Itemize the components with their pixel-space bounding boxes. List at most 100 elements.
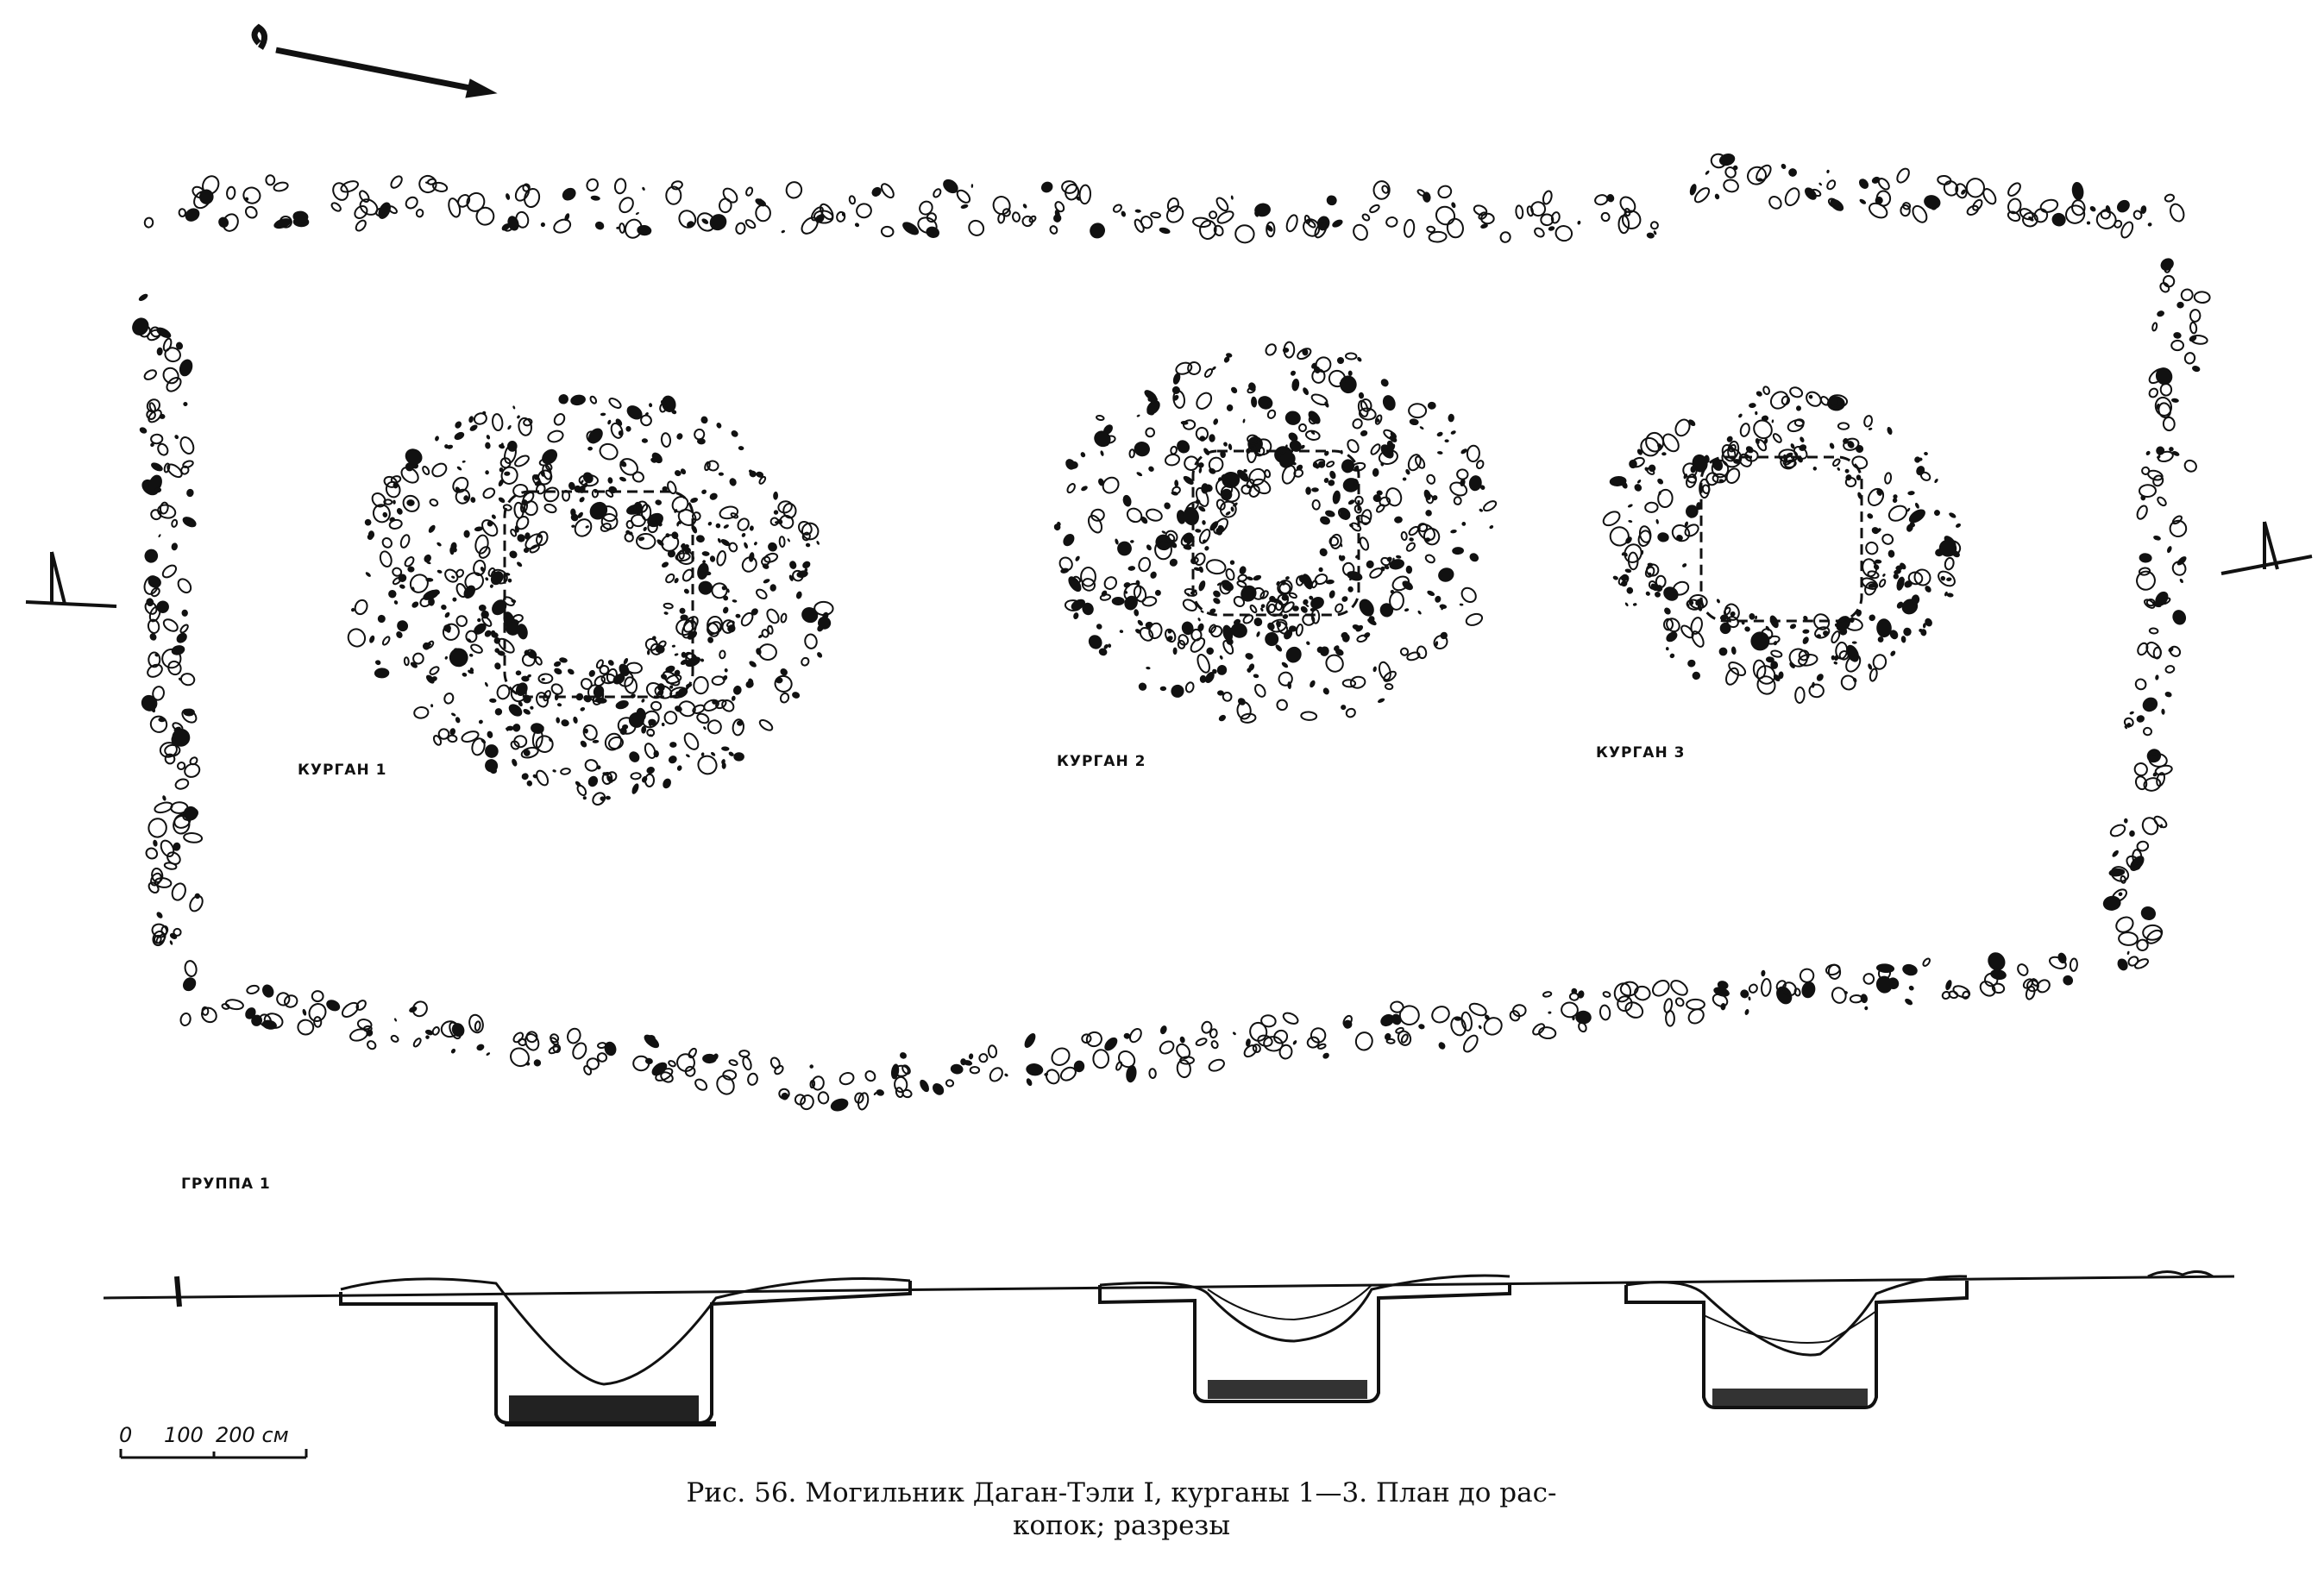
stone xyxy=(184,960,198,978)
stone xyxy=(2132,210,2143,220)
stone xyxy=(455,582,468,599)
stone xyxy=(412,1038,422,1048)
stone xyxy=(2118,931,2139,946)
stone xyxy=(1148,466,1154,472)
stone xyxy=(801,607,819,624)
stone xyxy=(726,620,735,628)
stone xyxy=(604,1041,617,1056)
stone xyxy=(1830,198,1844,211)
scale-tick-100: 100 xyxy=(164,1423,204,1447)
stone xyxy=(619,458,638,476)
stone xyxy=(437,728,450,740)
stone xyxy=(506,441,518,452)
kurgan-1-label: КУРГАН 1 xyxy=(298,762,386,779)
stone xyxy=(1686,473,1697,488)
stone xyxy=(147,618,160,634)
stone xyxy=(171,542,178,551)
stone xyxy=(580,740,587,748)
stone xyxy=(2148,387,2159,398)
stone xyxy=(646,649,650,655)
stone xyxy=(1380,556,1391,567)
stone xyxy=(1252,586,1266,600)
stone xyxy=(724,668,728,673)
stone xyxy=(2148,752,2168,768)
stone xyxy=(1396,555,1402,559)
stone xyxy=(744,542,748,549)
stone xyxy=(1172,390,1186,409)
stone xyxy=(1621,210,1642,229)
stone xyxy=(515,670,522,676)
stone xyxy=(778,536,786,548)
stone xyxy=(1919,457,1923,461)
stone xyxy=(1900,636,1906,643)
stone xyxy=(1676,534,1683,542)
stone xyxy=(392,577,402,586)
stone xyxy=(663,602,674,610)
stone xyxy=(1405,565,1413,574)
stone xyxy=(1875,559,1882,564)
stone xyxy=(1357,356,1362,362)
stone xyxy=(1844,476,1857,488)
stone xyxy=(1293,468,1304,478)
stone xyxy=(1352,418,1363,429)
stone xyxy=(1684,524,1699,537)
stone xyxy=(1374,414,1383,425)
stone xyxy=(1712,473,1727,484)
stone xyxy=(1465,612,1484,626)
stone xyxy=(1979,981,1996,997)
stone xyxy=(428,524,436,533)
stone xyxy=(1644,566,1655,578)
stone xyxy=(1637,530,1651,547)
stone xyxy=(1164,454,1181,467)
stone xyxy=(2179,578,2183,584)
stone xyxy=(1213,418,1219,425)
stone xyxy=(1326,195,1337,206)
stone xyxy=(2063,975,2074,986)
stone xyxy=(1222,640,1234,655)
scale-bar: 0 100 200 см xyxy=(119,1423,308,1459)
stone xyxy=(1415,455,1426,469)
stone xyxy=(151,923,168,938)
stone xyxy=(514,455,530,467)
stone xyxy=(780,612,788,624)
stone xyxy=(149,715,168,733)
stone xyxy=(1755,615,1758,620)
stone xyxy=(2071,199,2086,216)
stone xyxy=(473,559,487,576)
stone xyxy=(1872,654,1887,670)
stone xyxy=(369,635,375,643)
stone xyxy=(1246,1038,1251,1047)
stone xyxy=(1378,661,1391,681)
stone xyxy=(735,613,741,618)
stone xyxy=(2157,310,2164,317)
stone xyxy=(2019,208,2034,221)
stone xyxy=(535,735,554,753)
stone xyxy=(1028,215,1037,223)
stone xyxy=(1197,462,1204,468)
stone xyxy=(1026,1063,1044,1076)
stone xyxy=(1391,575,1410,592)
stone xyxy=(1837,422,1850,430)
stone xyxy=(960,204,969,209)
stone xyxy=(792,692,801,699)
stone xyxy=(1753,419,1773,440)
stone xyxy=(573,716,578,724)
stone xyxy=(680,659,688,665)
stone xyxy=(2155,591,2169,606)
stone xyxy=(1629,459,1637,469)
stone xyxy=(1369,204,1380,214)
stone xyxy=(1347,499,1355,505)
stone xyxy=(1837,467,1841,471)
stone xyxy=(723,524,729,529)
stone xyxy=(1499,231,1511,243)
stone xyxy=(665,573,675,584)
stone xyxy=(700,752,705,756)
stone xyxy=(425,577,434,582)
stone xyxy=(1126,1064,1137,1083)
stone xyxy=(1058,556,1073,572)
stone xyxy=(481,610,489,619)
stone xyxy=(1230,506,1234,512)
stone xyxy=(221,1003,230,1010)
stone xyxy=(1237,574,1247,582)
stone xyxy=(1620,574,1629,582)
